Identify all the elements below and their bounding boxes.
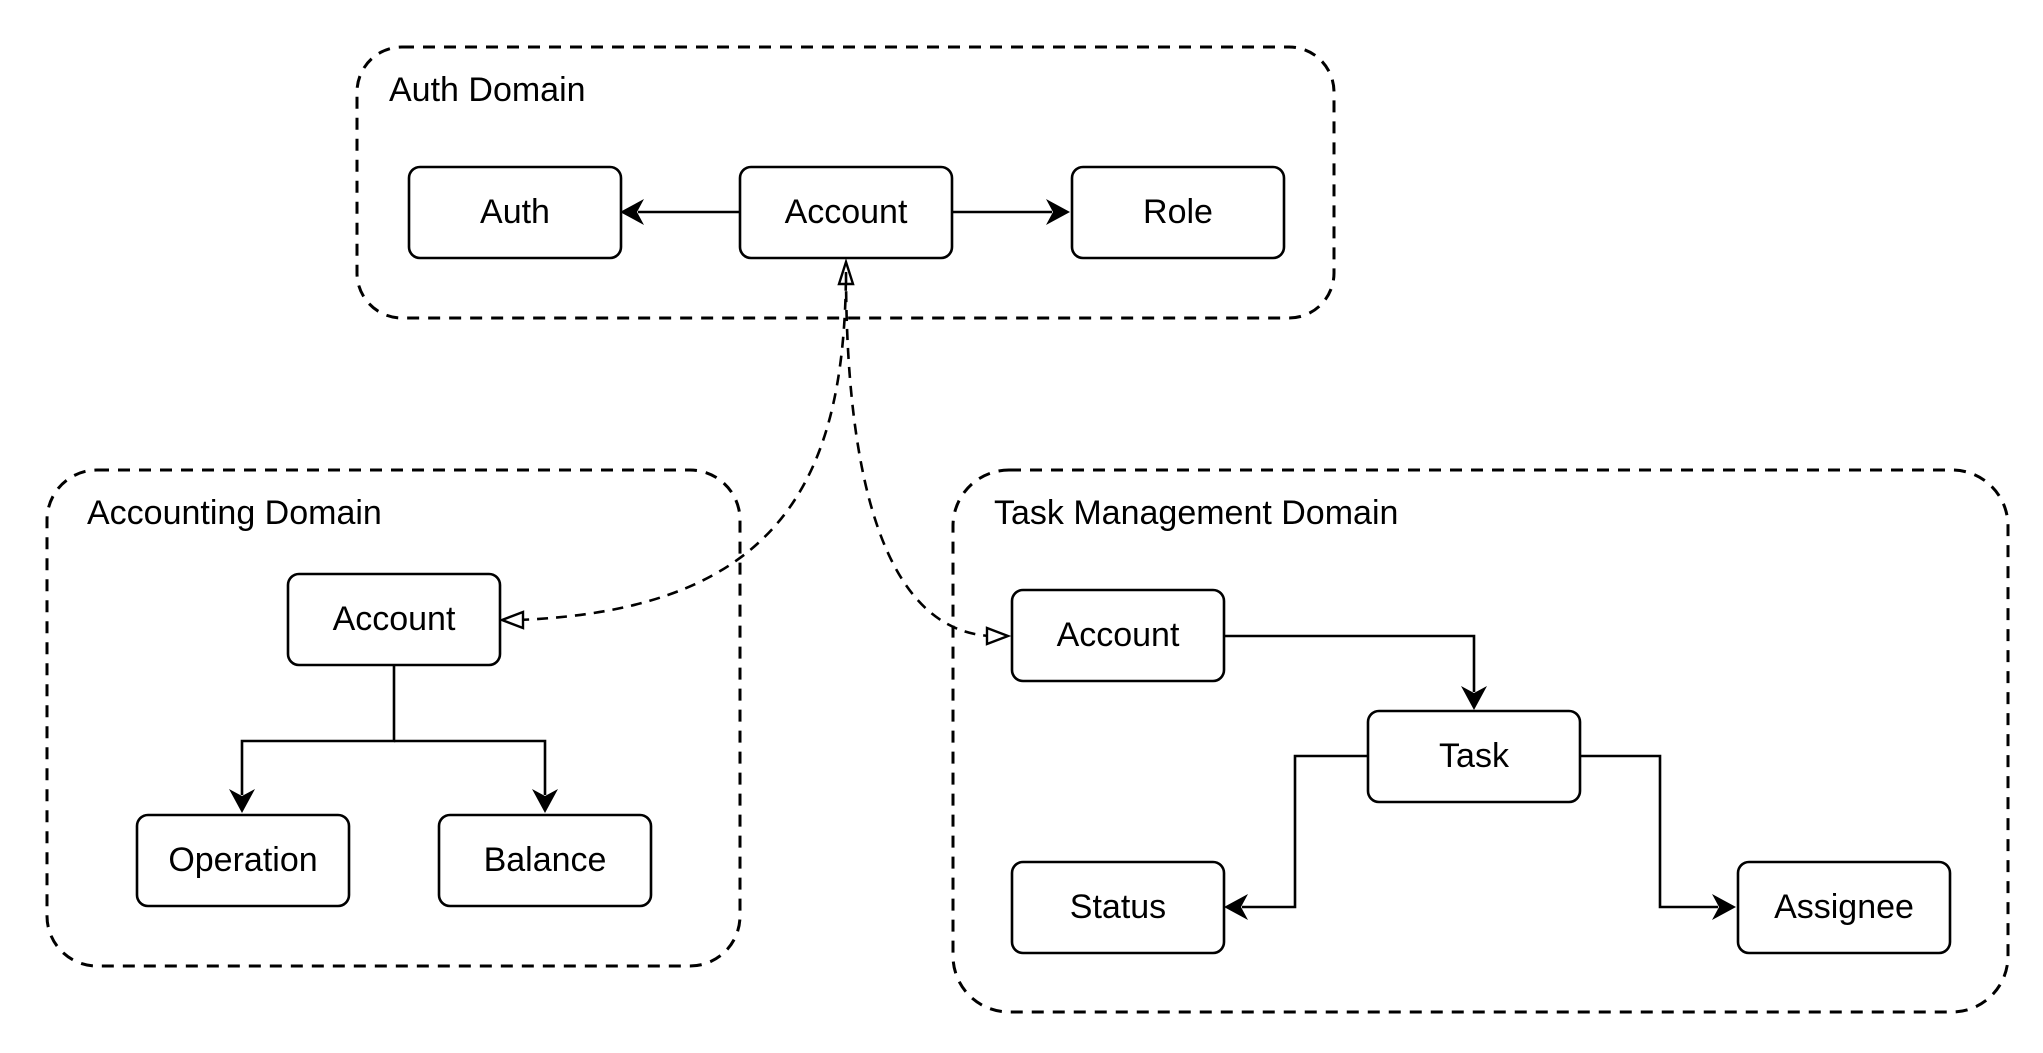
task-management-domain-label: Task Management Domain — [994, 494, 1398, 532]
edge-task-account-to-task — [1224, 634, 1487, 710]
edge-accounting-account-to-auth-account — [498, 258, 855, 630]
accounting-domain-label: Accounting Domain — [87, 494, 382, 532]
node-accounting-account[interactable]: Account — [286, 572, 502, 667]
node-balance-label: Balance — [484, 841, 607, 879]
node-task-account[interactable]: Account — [1010, 588, 1226, 683]
node-operation-label: Operation — [168, 841, 317, 879]
node-auth-account[interactable]: Account — [738, 165, 954, 260]
edge-task-account-to-auth-account — [844, 271, 1012, 646]
node-task-account-label: Account — [1057, 616, 1180, 654]
node-task-label: Task — [1439, 737, 1510, 775]
task-management-domain-container — [951, 468, 2010, 1014]
auth-domain-container — [355, 45, 1336, 320]
node-assignee[interactable]: Assignee — [1736, 860, 1952, 955]
node-status[interactable]: Status — [1010, 860, 1226, 955]
edge-task-to-assignee — [1580, 754, 1736, 920]
node-auth-label: Auth — [480, 193, 550, 231]
node-assignee-label: Assignee — [1774, 888, 1914, 926]
accounting-domain-container — [45, 468, 742, 968]
node-accounting-account-label: Account — [333, 600, 456, 638]
node-operation[interactable]: Operation — [135, 813, 351, 908]
node-auth[interactable]: Auth — [407, 165, 623, 260]
auth-domain-label: Auth Domain — [389, 71, 586, 109]
node-role[interactable]: Role — [1070, 165, 1286, 260]
node-auth-account-label: Account — [785, 193, 908, 231]
edge-account-to-role — [951, 199, 1070, 225]
edge-accounting-account-to-operation — [229, 664, 396, 813]
edge-account-to-auth — [620, 199, 740, 225]
node-status-label: Status — [1070, 888, 1166, 926]
node-balance[interactable]: Balance — [437, 813, 653, 908]
edge-task-to-status — [1224, 754, 1368, 920]
edge-accounting-account-to-balance — [394, 739, 558, 813]
node-role-label: Role — [1143, 193, 1213, 231]
node-task[interactable]: Task — [1366, 709, 1582, 804]
